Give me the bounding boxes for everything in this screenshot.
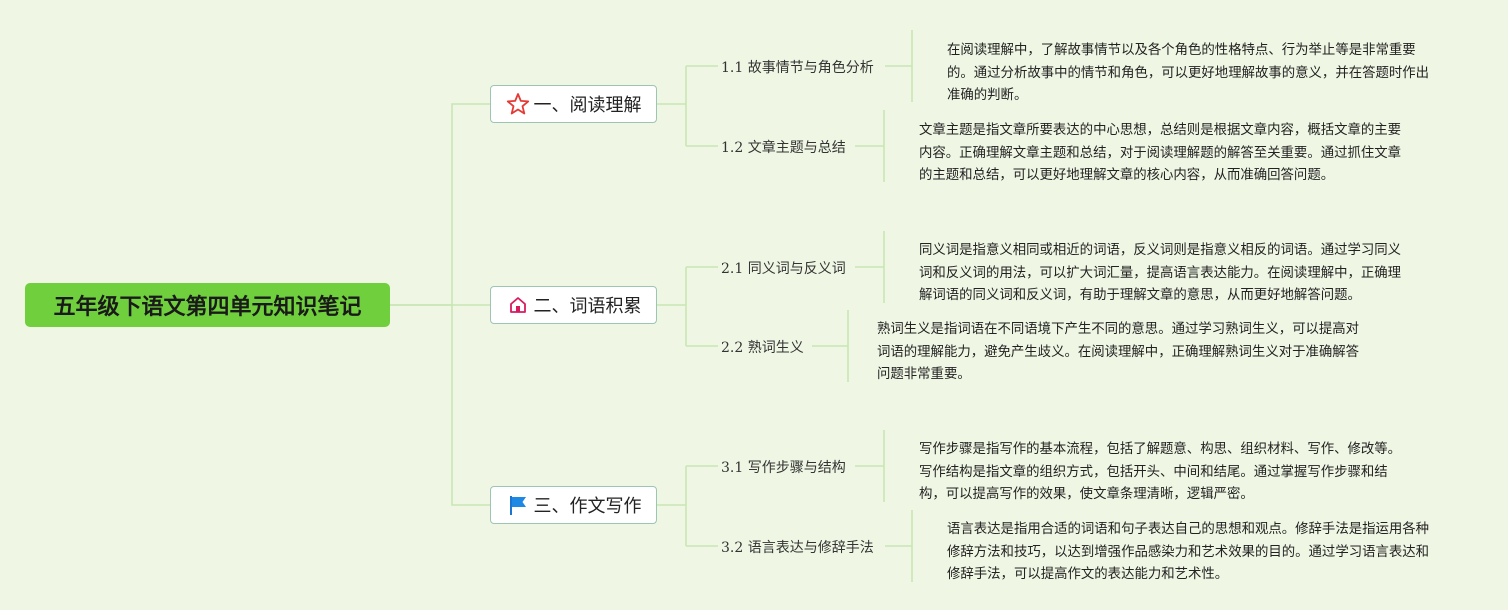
branch-label: 三、作文写作	[533, 496, 642, 517]
flag-icon	[506, 493, 530, 517]
connector-branch2-subs	[657, 266, 718, 347]
branch-label: 一、阅读理解	[533, 95, 642, 116]
subtopic-3-2[interactable]: 3.2 语言表达与修辞手法	[721, 540, 874, 556]
connector-sub32-leaf	[885, 510, 913, 582]
connector-root-branch-1	[390, 103, 490, 306]
subtopic-2-1[interactable]: 2.1 同义词与反义词	[721, 261, 846, 277]
note-1-2[interactable]: 文章主题是指文章所要表达的中心思想，总结则是根据文章内容，概括文章的主要内容。正…	[919, 123, 1402, 183]
house-icon	[506, 293, 530, 317]
note-3-1[interactable]: 写作步骤是指写作的基本流程，包括了解题意、构思、组织材料、写作、修改等。写作结构…	[919, 442, 1402, 502]
connector-root-branch-3	[451, 305, 490, 506]
subtopic-3-1[interactable]: 3.1 写作步骤与结构	[721, 460, 846, 476]
connector-sub11-leaf	[885, 30, 913, 102]
branch-vocabulary[interactable]: 二、词语积累	[490, 286, 657, 324]
connector-sub12-leaf	[855, 110, 885, 182]
star-icon	[506, 92, 530, 116]
branch-label: 二、词语积累	[533, 296, 642, 317]
connector-branch3-subs	[657, 465, 718, 547]
branch-writing[interactable]: 三、作文写作	[490, 486, 657, 524]
subtopic-1-2[interactable]: 1.2 文章主题与总结	[721, 140, 846, 156]
branch-reading[interactable]: 一、阅读理解	[490, 85, 657, 123]
root-title: 五年级下语文第四单元知识笔记	[53, 295, 362, 320]
note-2-2[interactable]: 熟词生义是指词语在不同语境下产生不同的意思。通过学习熟词生义，可以提高对词语的理…	[877, 322, 1360, 382]
subtopic-1-1[interactable]: 1.1 故事情节与角色分析	[721, 60, 874, 76]
root-topic[interactable]: 五年级下语文第四单元知识笔记	[25, 283, 390, 327]
connector-sub21-leaf	[855, 231, 885, 303]
subtopic-2-2[interactable]: 2.2 熟词生义	[721, 340, 804, 356]
connector-sub31-leaf	[855, 430, 885, 502]
note-1-1[interactable]: 在阅读理解中，了解故事情节以及各个角色的性格特点、行为举止等是非常重要的。通过分…	[947, 43, 1430, 103]
note-3-2[interactable]: 语言表达是指用合适的词语和句子表达自己的思想和观点。修辞手法是指运用各种修辞方法…	[947, 522, 1430, 582]
connector-branch1-subs	[657, 65, 718, 147]
connector-sub22-leaf	[812, 310, 849, 382]
note-2-1[interactable]: 同义词是指意义相同或相近的词语，反义词则是指意义相反的词语。通过学习同义词和反义…	[919, 243, 1402, 303]
